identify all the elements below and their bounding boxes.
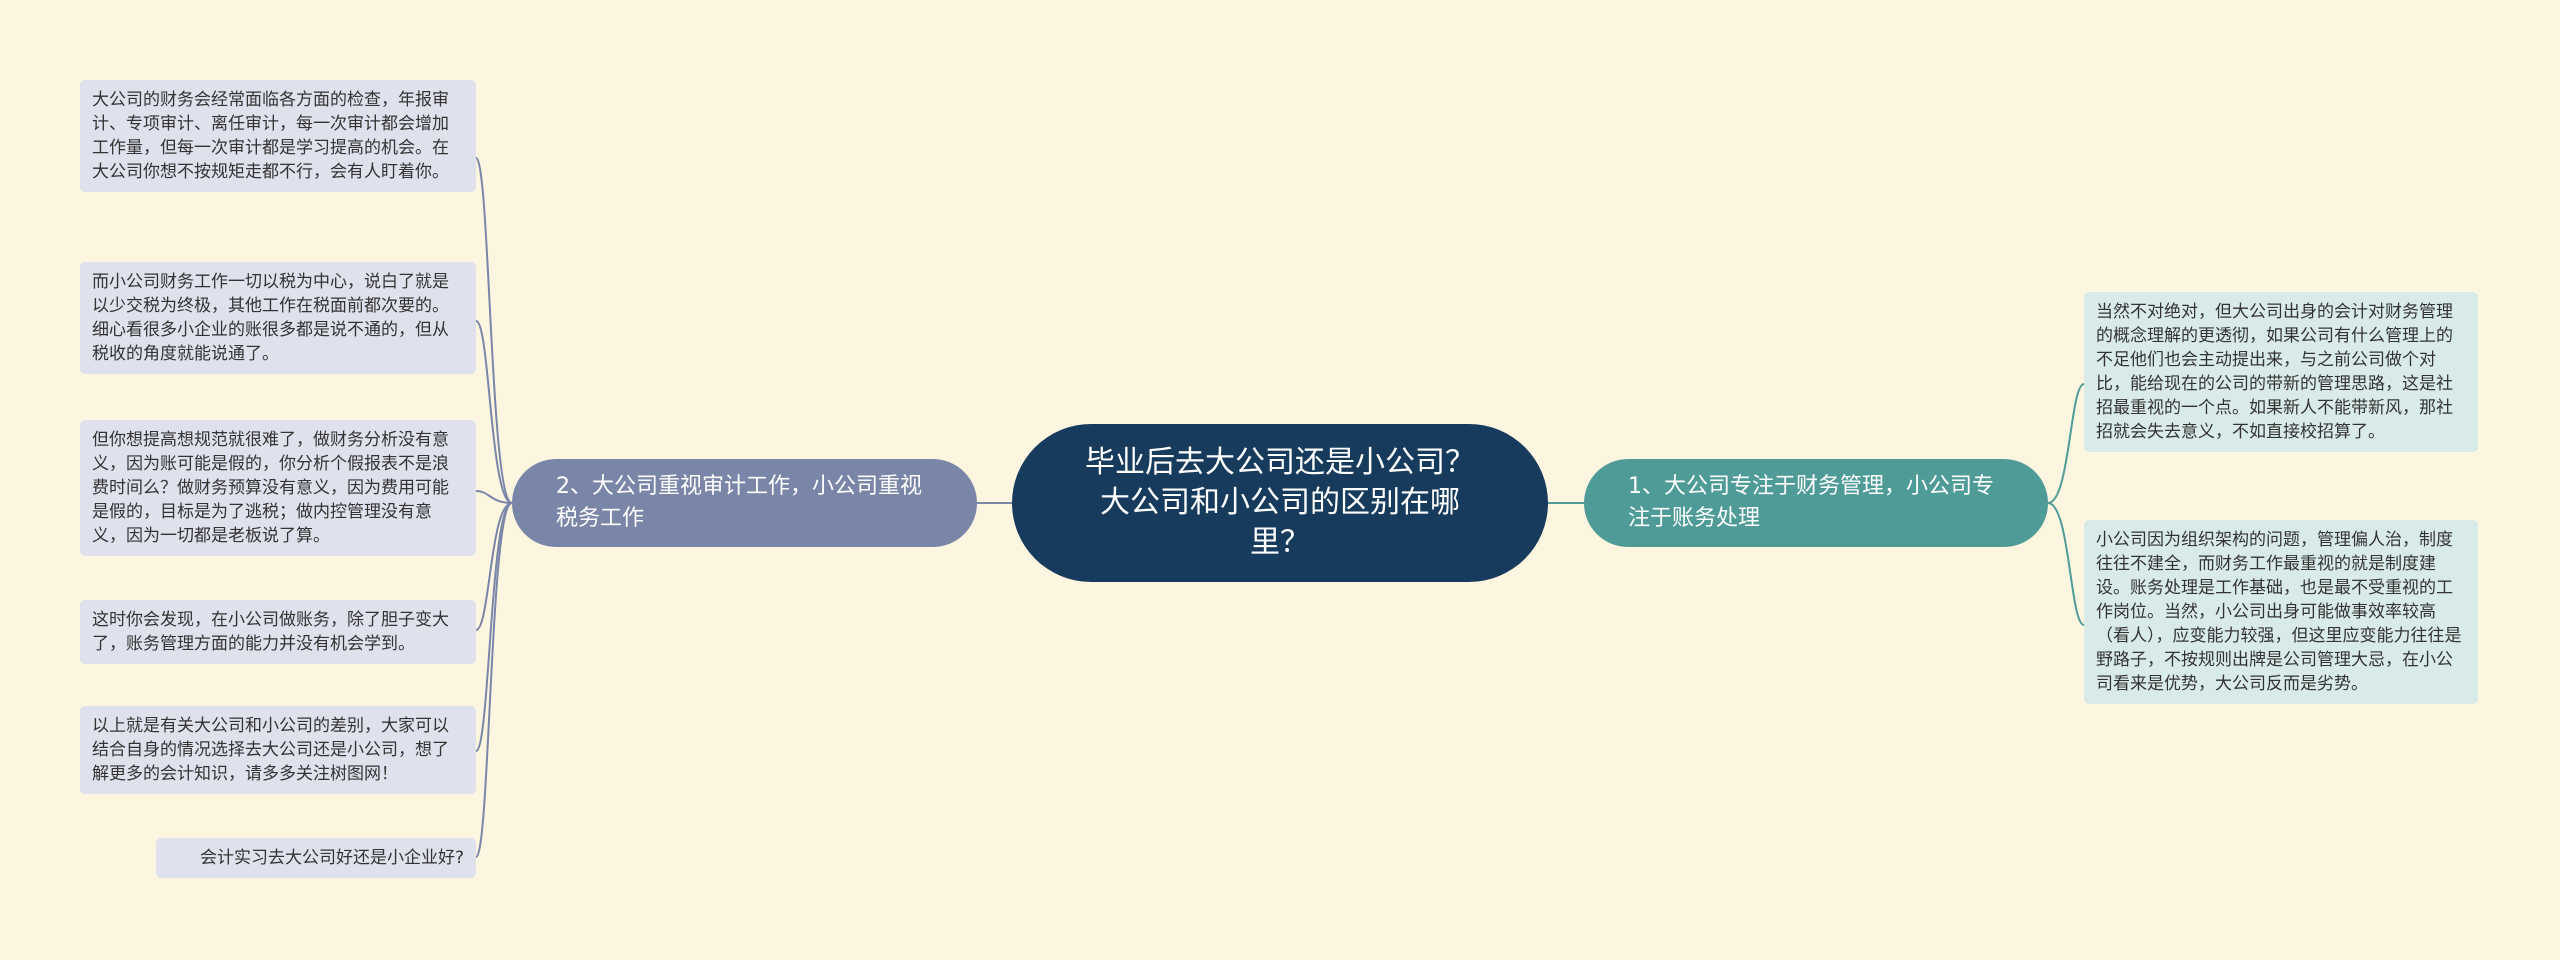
central-topic-text: 毕业后去大公司还是小公司？大公司和小公司的区别在哪里？: [1085, 445, 1475, 560]
branch-node-right[interactable]: 1、大公司专注于财务管理，小公司专注于账务处理: [1584, 459, 2048, 547]
leaf-left-6[interactable]: 会计实习去大公司好还是小企业好?: [156, 838, 476, 878]
leaf-text: 会计实习去大公司好还是小企业好?: [199, 848, 464, 868]
branch-right-label: 1、大公司专注于财务管理，小公司专注于账务处理: [1628, 474, 1994, 531]
right-leaf-links: [2047, 383, 2085, 626]
central-topic[interactable]: 毕业后去大公司还是小公司？大公司和小公司的区别在哪里？: [1012, 424, 1548, 582]
leaf-text: 这时你会发现，在小公司做账务，除了胆子变大了，账务管理方面的能力并没有机会学到。: [92, 610, 449, 654]
leaf-left-1[interactable]: 大公司的财务会经常面临各方面的检查，年报审计、专项审计、离任审计，每一次审计都会…: [80, 80, 476, 192]
leaf-text: 大公司的财务会经常面临各方面的检查，年报审计、专项审计、离任审计，每一次审计都会…: [92, 90, 449, 182]
leaf-text: 但你想提高想规范就很难了，做财务分析没有意义，因为账可能是假的，你分析个假报表不…: [92, 430, 449, 546]
leaf-left-4[interactable]: 这时你会发现，在小公司做账务，除了胆子变大了，账务管理方面的能力并没有机会学到。: [80, 600, 476, 664]
leaf-text: 小公司因为组织架构的问题，管理偏人治，制度往往不建全，而财务工作最重视的就是制度…: [2096, 530, 2462, 694]
left-leaf-links: [475, 157, 513, 858]
leaf-text: 以上就是有关大公司和小公司的差别，大家可以结合自身的情况选择去大公司还是小公司，…: [92, 716, 449, 784]
leaf-right-1[interactable]: 当然不对绝对，但大公司出身的会计对财务管理的概念理解的更透彻，如果公司有什么管理…: [2084, 292, 2478, 452]
leaf-left-2[interactable]: 而小公司财务工作一切以税为中心，说白了就是以少交税为终极，其他工作在税面前都次要…: [80, 262, 476, 374]
leaf-left-3[interactable]: 但你想提高想规范就很难了，做财务分析没有意义，因为账可能是假的，你分析个假报表不…: [80, 420, 476, 556]
leaf-left-5[interactable]: 以上就是有关大公司和小公司的差别，大家可以结合自身的情况选择去大公司还是小公司，…: [80, 706, 476, 794]
branch-left-label: 2、大公司重视审计工作，小公司重视税务工作: [556, 474, 922, 531]
leaf-right-2[interactable]: 小公司因为组织架构的问题，管理偏人治，制度往往不建全，而财务工作最重视的就是制度…: [2084, 520, 2478, 704]
leaf-text: 而小公司财务工作一切以税为中心，说白了就是以少交税为终极，其他工作在税面前都次要…: [92, 272, 449, 364]
branch-node-left[interactable]: 2、大公司重视审计工作，小公司重视税务工作: [512, 459, 977, 547]
leaf-text: 当然不对绝对，但大公司出身的会计对财务管理的概念理解的更透彻，如果公司有什么管理…: [2096, 302, 2453, 442]
